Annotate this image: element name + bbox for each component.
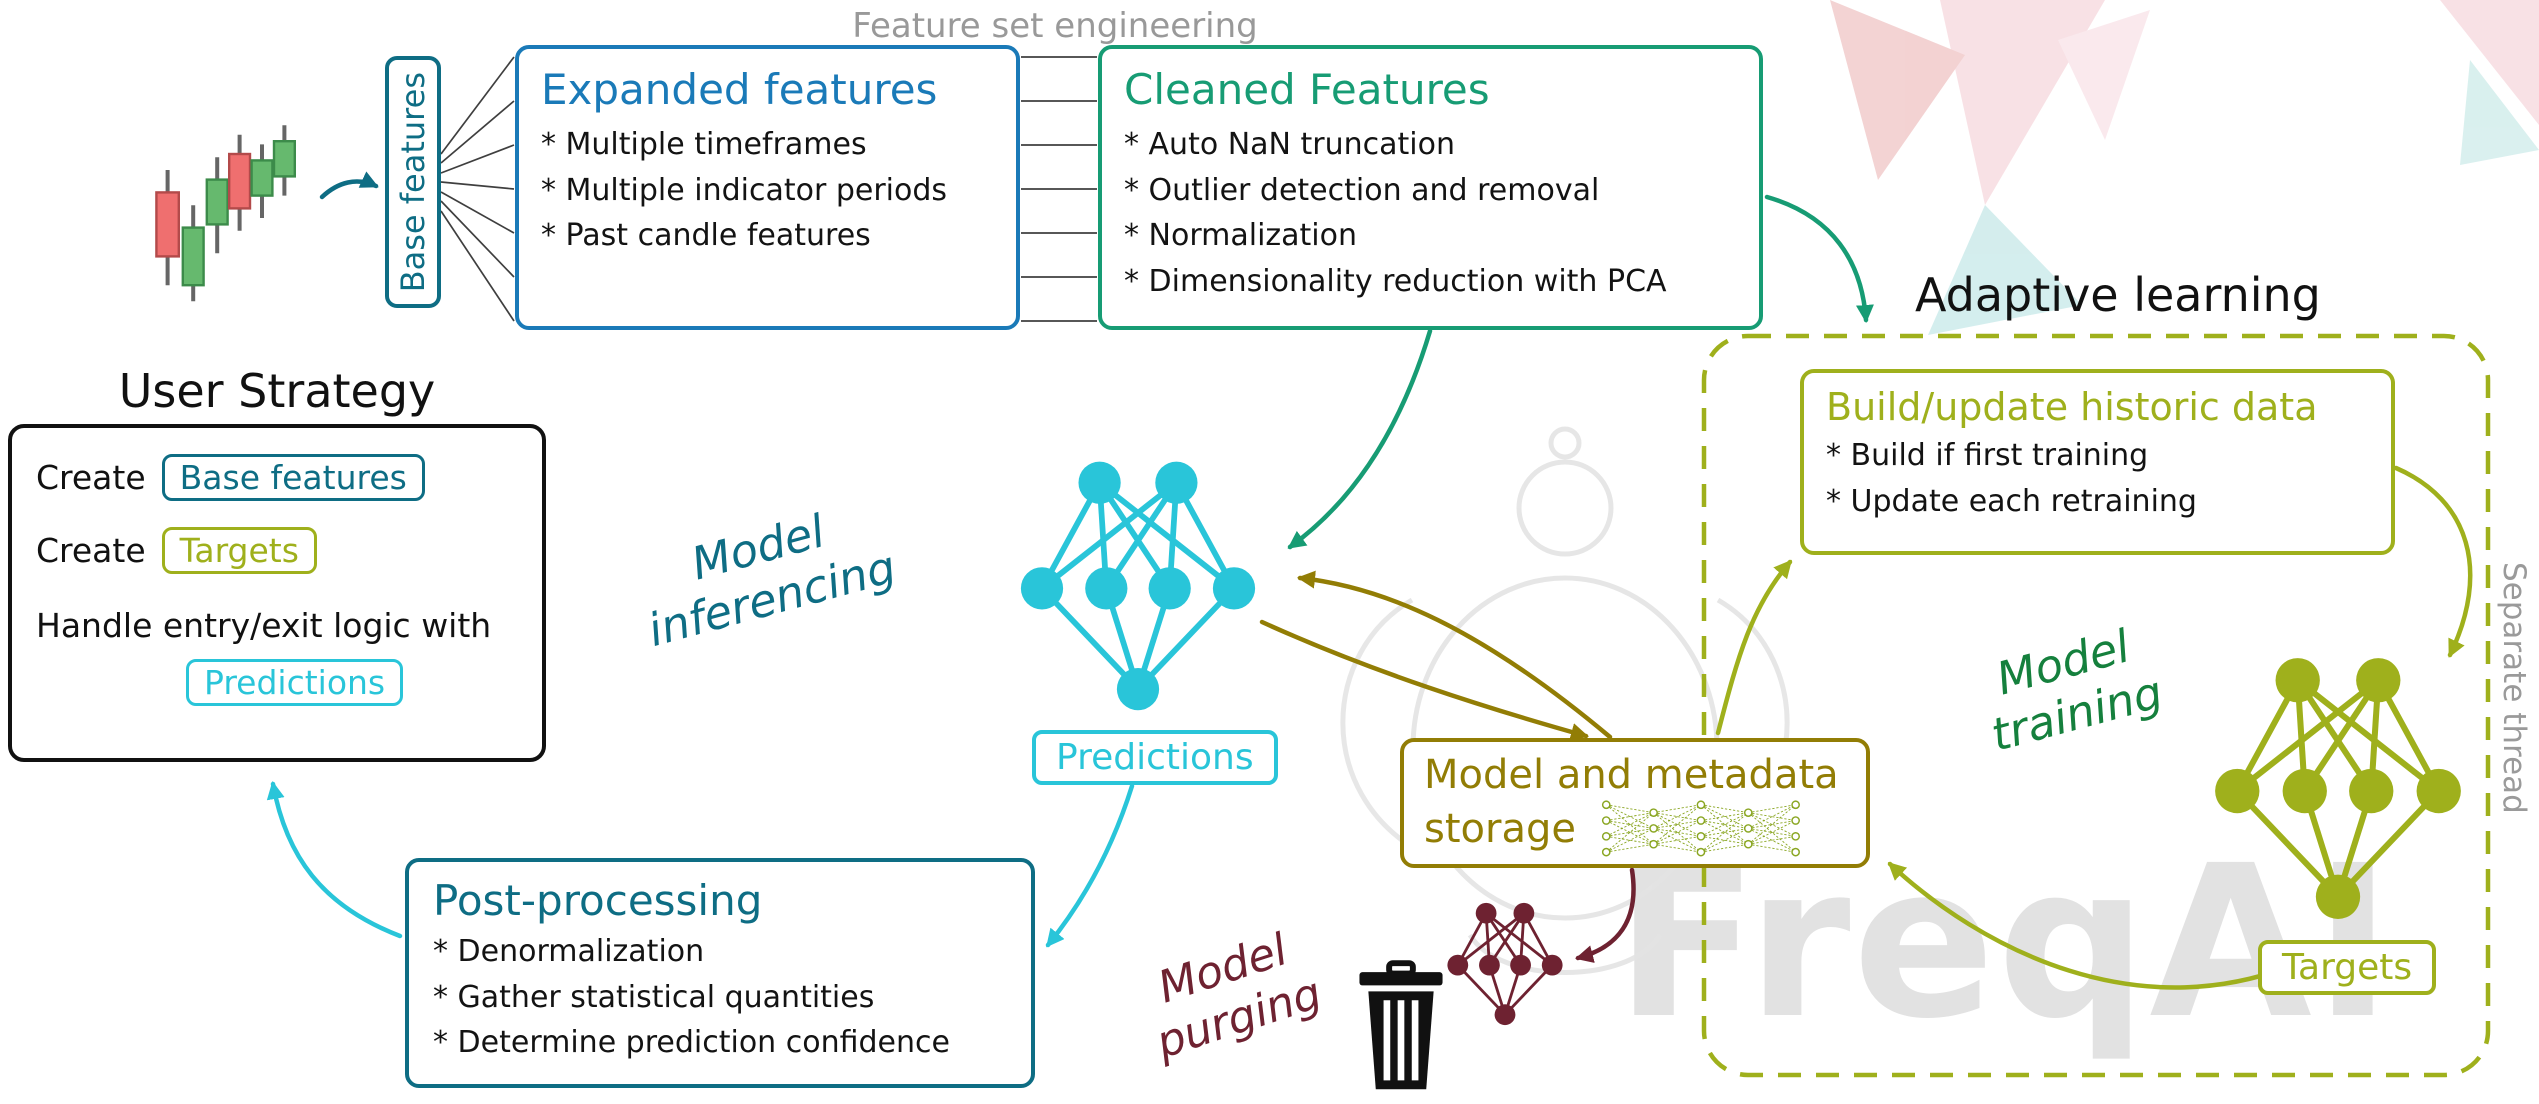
base-features-label: Base features [394,71,432,293]
create-targets-row: Create Targets [36,527,518,574]
adaptive-learning-region [1701,333,2491,1078]
expanded-features-item: * Multiple indicator periods [541,172,948,208]
post-processing-item: * Gather statistical quantities [433,979,875,1015]
training-neural-network-icon [2212,648,2464,925]
targets-chip: Targets [161,527,317,574]
cleaned-features-item: * Normalization [1124,218,1358,254]
trash-icon [1359,960,1443,1090]
base-features-box: Base features [385,56,441,308]
metadata-nn-icon [1601,800,1800,857]
user-strategy-title: User Strategy [118,364,436,418]
logo-watermark [1830,0,2539,335]
expanded-features-item: * Multiple timeframes [541,127,867,162]
storage-title-line2: storage [1424,806,1576,852]
post-processing-item: * Denormalization [433,934,705,969]
cleaned-features-item: * Auto NaN truncation [1124,127,1455,162]
candlestick-chart-icon [155,125,296,302]
separate-thread-label: Separate thread [2496,562,2532,814]
handle-logic-row: Handle entry/exit logic with [36,606,492,645]
cleaned-features-box: Cleaned Features * Auto NaN truncation *… [1098,45,1763,330]
build-update-item: * Build if first training [1826,438,2149,473]
feature-set-engineering-label: Feature set engineering [852,6,1258,46]
adaptive-learning-title: Adaptive learning [1915,268,2321,322]
predictions-neural-network-icon [1018,452,1258,716]
expanded-features-box: Expanded features * Multiple timeframes … [515,45,1020,330]
purged-model-nn-icon [1446,898,1564,1028]
predictions-chip: Predictions [186,659,404,706]
build-update-box: Build/update historic data * Build if fi… [1800,369,2395,555]
build-update-item: * Update each retraining [1826,483,2197,519]
cleaned-features-title: Cleaned Features [1124,65,1490,114]
user-strategy-box: Create Base features Create Targets Hand… [8,424,546,762]
cleaned-features-item: * Outlier detection and removal [1124,172,1600,208]
expanded-features-item: * Past candle features [541,218,871,254]
targets-label: Targets [2258,940,2437,995]
base-features-chip: Base features [161,454,425,501]
post-processing-item: * Determine prediction confidence [433,1025,950,1061]
storage-title-line1: Model and metadata [1424,752,1839,798]
create-base-features-row: Create Base features [36,454,518,501]
expanded-features-title: Expanded features [541,65,938,114]
cleaned-features-item: * Dimensionality reduction with PCA [1124,263,1667,299]
model-storage-box: Model and metadata storage [1400,738,1870,868]
predictions-label: Predictions [1032,730,1278,785]
build-update-title: Build/update historic data [1826,385,2318,429]
post-processing-box: Post-processing * Denormalization * Gath… [405,858,1035,1088]
post-processing-title: Post-processing [433,876,763,925]
predictions-chip-row: Predictions [186,659,518,706]
